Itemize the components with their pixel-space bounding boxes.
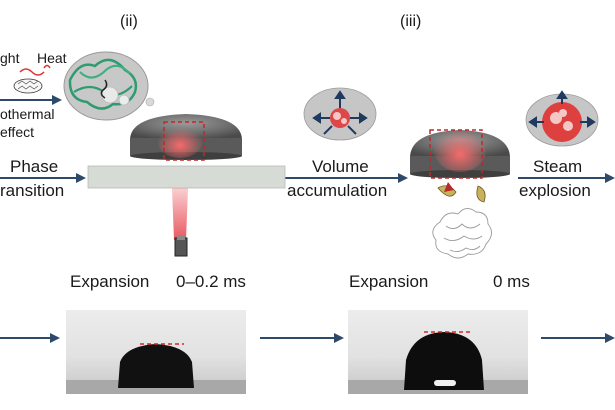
phase-label-line2: ransition [0, 181, 65, 200]
volume-label-line2: accumulation [287, 181, 388, 200]
photothermal-label-line1: othermal [0, 106, 55, 122]
expansion-time-ii: 0–0.2 ms [176, 272, 246, 291]
droplet-ii [87, 114, 286, 257]
photothermal-label-line2: effect [0, 124, 34, 140]
steam-label-line2: explosion [519, 181, 591, 200]
high-speed-image-iii [348, 310, 528, 394]
phase-label-line1: Phase [10, 157, 59, 176]
sponge-zoom-icon [63, 51, 155, 121]
photothermal-sketch [0, 64, 62, 105]
steam-label-line1: Steam [533, 157, 583, 176]
platform-plate [87, 165, 286, 189]
steam-explosion-icon [525, 90, 599, 147]
light-label: ght [0, 50, 20, 66]
expansion-caption-ii: Expansion [70, 272, 150, 291]
expansion-time-iii: 0 ms [493, 272, 530, 291]
heat-label: Heat [37, 50, 67, 66]
laser-source [174, 237, 188, 257]
laser-beam [172, 188, 188, 240]
panel-label-iii: (iii) [400, 13, 422, 30]
expansion-caption-iii: Expansion [349, 272, 429, 291]
droplet-iii [303, 87, 510, 259]
volume-label-line1: Volume [312, 157, 369, 176]
high-speed-image-ii [66, 310, 246, 394]
panel-label-ii: (ii) [120, 13, 138, 30]
